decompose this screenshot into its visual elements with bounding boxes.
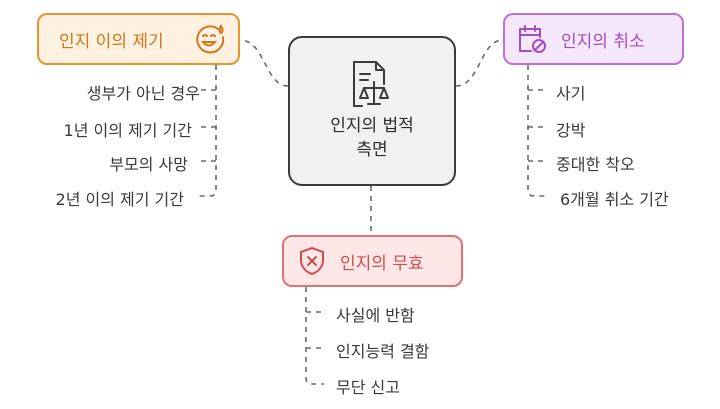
branch-left-item-1: 생부가 아닌 경우 (86, 84, 200, 103)
center-title-line1: 인지의 법적 (330, 116, 414, 136)
branch-bottom-item-1: 사실에 반함 (336, 306, 415, 325)
branch-right-title: 인지의 취소 (561, 31, 645, 52)
branch-bottom-node: 인지의 무효 (282, 235, 463, 287)
branch-bottom-item-2: 인지능력 결함 (336, 342, 430, 361)
branch-left-node: 인지 이의 제기 (37, 13, 240, 65)
branch-right-item-2: 강박 (556, 121, 586, 140)
branch-left-item-3: 부모의 사망 (109, 155, 188, 174)
face-with-sweat-icon (196, 24, 225, 54)
center-node: 인지의 법적 측면 (288, 36, 456, 186)
branch-right-item-4: 6개월 취소 기간 (560, 190, 669, 209)
branch-left-item-4: 2년 이의 제기 기간 (55, 190, 184, 209)
branch-right-node: 인지의 취소 (503, 13, 684, 65)
branch-bottom-item-3: 무단 신고 (336, 378, 400, 397)
shield-x-icon (300, 247, 324, 275)
branch-right-item-1: 사기 (556, 84, 586, 103)
branch-left-item-2: 1년 이의 제기 기간 (63, 121, 192, 140)
branch-bottom-title: 인지의 무효 (340, 253, 424, 274)
calendar-cancel-icon (519, 25, 546, 53)
branch-left-title: 인지 이의 제기 (59, 31, 164, 52)
branch-right-item-3: 중대한 착오 (556, 155, 635, 174)
legal-document-scales-icon (353, 61, 389, 107)
center-title-line2: 측면 (356, 140, 388, 160)
